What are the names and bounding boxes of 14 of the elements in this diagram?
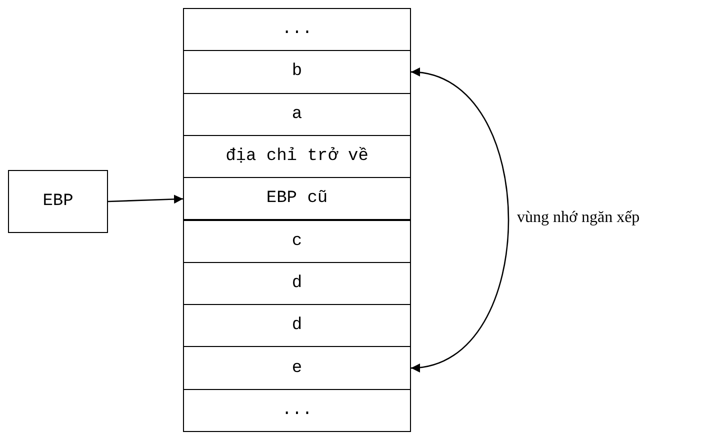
stack-cell: d [183,262,411,306]
stack-cell: ... [183,388,411,432]
stack-cell: d [183,304,411,348]
stack-cell: EBP cũ [183,177,411,220]
stack-cell: c [183,220,411,263]
stack-cell: a [183,92,411,136]
edge-label: vùng nhớ ngăn xếp [517,209,640,227]
register-box: EBP [8,170,108,233]
arrow [410,69,509,371]
stack-cell: e [183,346,411,390]
stack-cell: địa chỉ trở về [183,134,411,178]
stack-cell: ... [183,8,411,52]
arrow [108,194,184,204]
stack-cell: b [183,50,411,94]
